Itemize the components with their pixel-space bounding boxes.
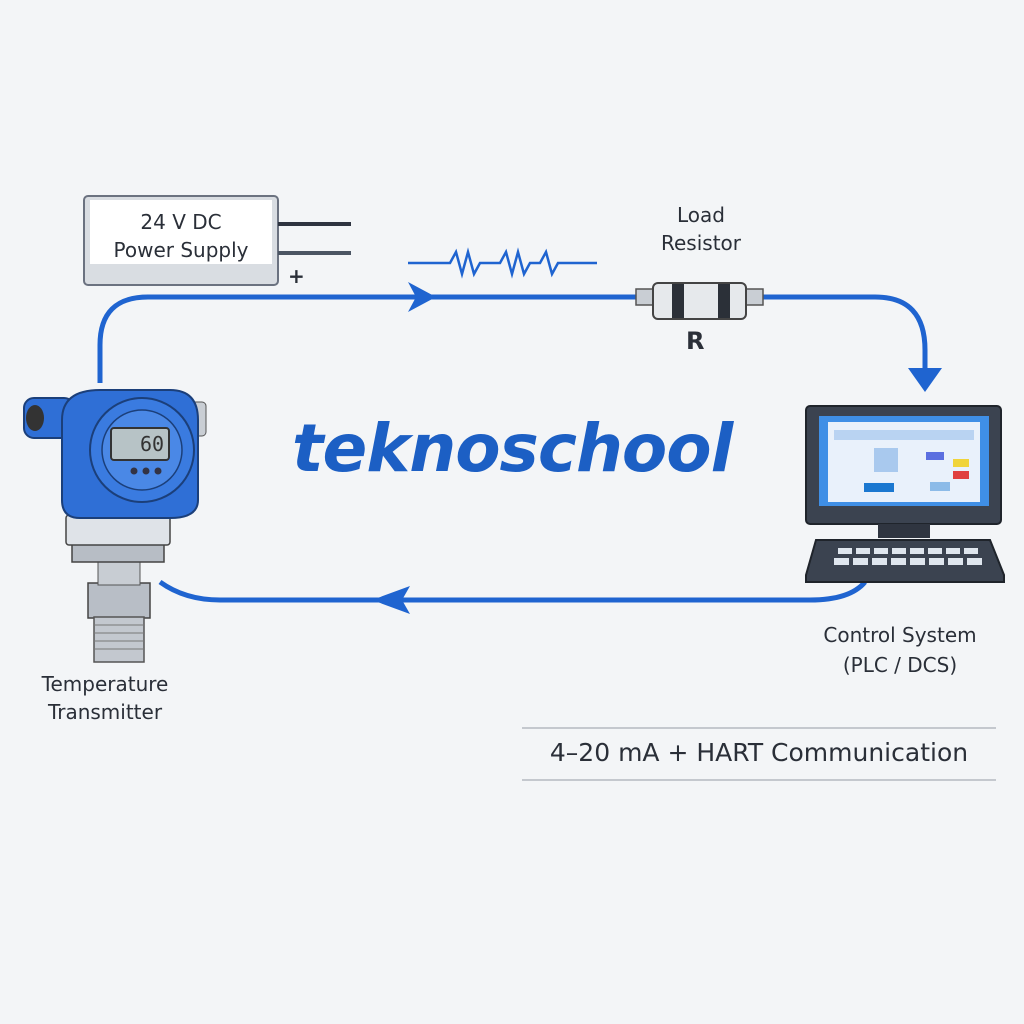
transmitter-label-line2: Transmitter xyxy=(47,700,163,724)
power-supply-voltage: 24 V DC xyxy=(140,210,222,234)
teknoschool-logo: teknoschool xyxy=(292,410,733,487)
transmitter-label-line1: Temperature xyxy=(41,672,169,696)
communication-caption: 4–20 mA + HART Communication xyxy=(549,738,969,767)
control-system-label: Control System (PLC / DCS) xyxy=(800,620,1000,680)
power-supply-label: 24 V DC Power Supply xyxy=(90,208,272,264)
plus-terminal-label: + xyxy=(288,264,305,288)
control-system-label-line1: Control System xyxy=(823,623,977,647)
bottom-wire xyxy=(158,579,867,603)
load-resistor-line2: Resistor xyxy=(661,231,741,255)
power-supply xyxy=(83,195,351,286)
power-supply-name: Power Supply xyxy=(113,238,249,262)
resistor-symbol xyxy=(408,247,597,279)
load-resistor xyxy=(635,282,764,320)
arrow-left-icon xyxy=(372,586,410,614)
transmitter-display-value: 60 xyxy=(140,432,165,456)
temperature-transmitter xyxy=(23,389,207,663)
load-resistor-line1: Load xyxy=(677,203,725,227)
arrow-down-icon xyxy=(908,368,942,392)
transmitter-label: Temperature Transmitter xyxy=(10,670,200,726)
control-system-computer xyxy=(805,405,1005,583)
load-resistor-label: Load Resistor xyxy=(640,201,762,257)
resistor-symbol-label: R xyxy=(686,327,705,355)
control-system-label-line2: (PLC / DCS) xyxy=(842,653,958,677)
top-wire xyxy=(97,294,928,383)
arrow-right-icon xyxy=(408,282,436,312)
